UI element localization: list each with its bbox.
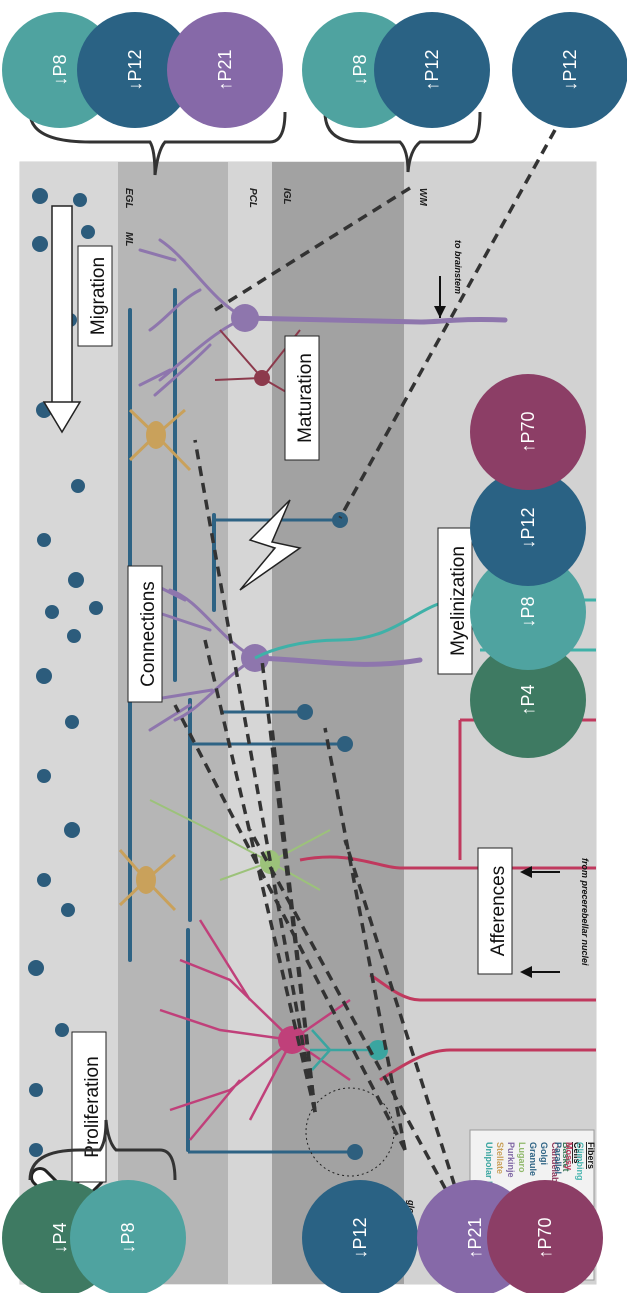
marker-circle [470, 554, 586, 670]
label-box-migration: Migration [77, 245, 113, 347]
legend-item: Granule [528, 1142, 538, 1176]
marker-circle [167, 12, 283, 128]
marker-label: ↓P8 [118, 1222, 138, 1253]
layer-label-pcl: PCL [247, 188, 258, 208]
process-connections: Connections [138, 581, 159, 687]
marker-proliferation-2: ↓P8 [70, 1180, 186, 1293]
marker-migration-3: ↑P21 [167, 12, 283, 128]
layer-label-ml: ML [123, 232, 134, 246]
marker-label: ↓P8 [350, 54, 370, 85]
process-afferences: Afferences [488, 866, 509, 956]
marker-circle [374, 12, 490, 128]
purkinje-soma-top [231, 304, 259, 332]
process-myelinization: Myelinization [448, 546, 469, 656]
label-box-proliferation: Proliferation [71, 1031, 107, 1183]
marker-label: ↑P12 [422, 49, 442, 90]
dashed-connectors [173, 129, 557, 1235]
marker-myelinization-1: ↑P4 [470, 642, 586, 758]
egl-precursor-cells [28, 188, 103, 1157]
marker-afferences-2: ↑P70 [487, 1180, 603, 1293]
legend-item: Basket [561, 1142, 571, 1172]
legend-item: Golgi [539, 1142, 549, 1165]
unipolar-brush-soma [368, 1040, 388, 1060]
legend-item: Parallel [553, 1142, 563, 1174]
marker-label: ↓P12 [350, 1217, 370, 1258]
stellate-soma-1 [146, 421, 166, 449]
marker-circle [512, 12, 627, 128]
label-box-afferences: Afferences [477, 847, 513, 975]
marker-circle [487, 1180, 603, 1293]
legend-item: Climbing [575, 1142, 585, 1181]
marker-label: ↓P4 [50, 1222, 70, 1253]
legend-item: Mossy [564, 1142, 574, 1170]
marker-circle [470, 642, 586, 758]
marker-label: ↑P21 [465, 1217, 485, 1258]
marker-label: ↑P70 [535, 1217, 555, 1258]
marker-circles: ↓P8 ↓P12 ↑P21 ↓P8 ↑P12 ↓P12 ↓P4 ↓P8 ↓P12 ↑P21 ↑P70… [2, 12, 627, 1293]
lightning-bolt-icon [239, 499, 302, 591]
from-precerebellar-label: from precerebellar nuclei [580, 858, 590, 966]
to-brainstem-arrow [434, 276, 446, 318]
marker-maturation-2: ↑P12 [374, 12, 490, 128]
legend-cells-group: CellsBasketCandelabrumGolgiGranuleLugaro… [484, 1142, 582, 1206]
candelabrum-soma [254, 370, 270, 386]
label-box-myelinization: Myelinization [437, 527, 473, 675]
marker-migration-2: ↓P12 [77, 12, 193, 128]
bracket-top-left [28, 111, 287, 176]
candelabrum-cell [214, 329, 301, 401]
marker-maturation-single-1: ↓P12 [512, 12, 627, 128]
to-brainstem-label: to brainstem [453, 240, 463, 294]
legend-item: Unipolar brush [484, 1142, 494, 1206]
marker-myelinization-3: ↓P12 [470, 470, 586, 586]
bracket-top-right [323, 111, 482, 173]
marker-label: ↑P21 [215, 49, 235, 90]
marker-circle [77, 12, 193, 128]
main-panel: EGL ML PCL IGL WM [19, 111, 597, 1285]
marker-label: ↑P4 [518, 684, 538, 715]
label-box-maturation: Maturation [284, 335, 320, 461]
label-box-connections: Connections [127, 565, 163, 703]
legend-item: Candelabrum [550, 1142, 560, 1200]
golgi-soma [278, 1026, 306, 1054]
marker-circle [470, 374, 586, 490]
marker-label: ↓P8 [50, 54, 70, 85]
marker-label: ↓P8 [518, 596, 538, 627]
unipolar-brush-cell [310, 1029, 378, 1071]
legend-item: Purkinje [506, 1142, 516, 1178]
legend-title: Fibers [586, 1142, 596, 1169]
stellate-cells [118, 408, 192, 912]
layer-label-igl: IGL [281, 188, 292, 205]
marker-label: ↓P12 [125, 49, 145, 90]
marker-myelinization-4: ↑P70 [470, 374, 586, 490]
process-maturation: Maturation [295, 353, 316, 443]
purkinje-cells [138, 238, 508, 732]
legend-title: Cells [572, 1142, 582, 1164]
legend-item: Stellate [495, 1142, 505, 1174]
marker-circle [302, 1180, 418, 1293]
granule-cells [297, 512, 363, 1160]
marker-connections-1: ↓P12 [302, 1180, 418, 1293]
process-migration: Migration [88, 257, 109, 335]
marker-circle [470, 470, 586, 586]
layer-label-wm: WM [417, 188, 428, 206]
marker-label: ↑P70 [518, 411, 538, 452]
migration-arrow [42, 205, 82, 434]
marker-label: ↓P12 [560, 49, 580, 90]
layer-igl [272, 162, 404, 1284]
layer-label-egl: EGL [123, 188, 134, 209]
legend-item: Lugaro [517, 1142, 527, 1173]
bracket-bottom-left [28, 1119, 177, 1181]
marker-myelinization-2: ↓P8 [470, 554, 586, 670]
process-proliferation: Proliferation [82, 1056, 103, 1157]
lugaro-cell [149, 799, 331, 891]
afferent-input-arrows [520, 866, 560, 978]
marker-label: ↓P12 [518, 507, 538, 548]
stellate-soma-2 [136, 866, 156, 894]
marker-circle [70, 1180, 186, 1293]
